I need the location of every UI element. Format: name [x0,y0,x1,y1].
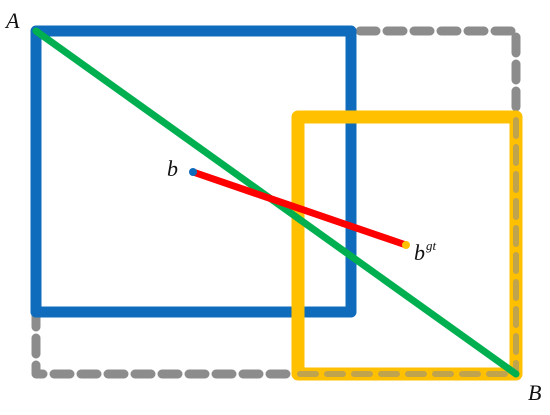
predicted-box [30,25,357,318]
ground-truth-center-label-sup: gt [426,238,437,253]
corner-b-label: B [528,380,542,405]
predicted-center-label: b [167,156,178,181]
ground-truth-center-dot [402,241,410,249]
ground-truth-center-label: bgt [414,239,436,265]
ground-truth-center-label-base: b [414,240,425,265]
predicted-center-dot [189,168,197,176]
center-distance-line [189,168,410,249]
corner-a-label: A [6,8,20,33]
